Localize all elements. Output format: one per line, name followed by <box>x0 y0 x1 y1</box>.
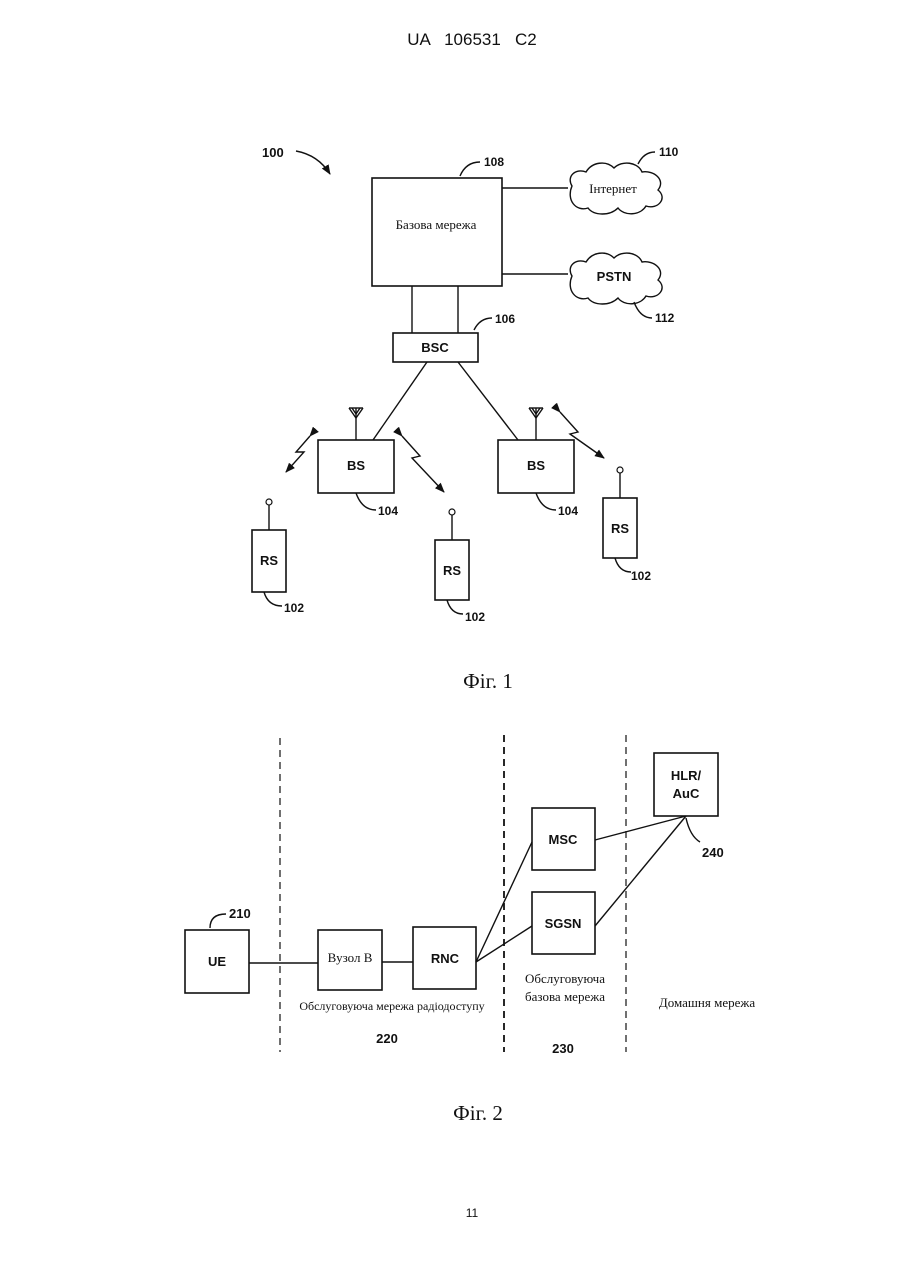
zone-ran-label: Обслуговуюча мережа радіодоступу <box>299 999 484 1013</box>
core-network-box <box>372 178 502 286</box>
ref-110-leader <box>638 152 655 164</box>
remote-station-3-label: RS <box>611 521 629 536</box>
ref-112-leader <box>634 302 652 318</box>
bsc-label: BSC <box>421 340 449 355</box>
ref-104-right-leader <box>536 493 556 510</box>
sgsn-hlr-link <box>595 816 686 926</box>
ref-108-label: 108 <box>484 155 504 169</box>
ref-102-2-leader <box>447 600 463 614</box>
base-station-right-label: BS <box>527 458 545 473</box>
figure-1: 100 Базова мережа 108 Інтернет 110 PSTN … <box>252 145 679 693</box>
ref-100-label: 100 <box>262 145 284 160</box>
ref-108-leader <box>460 162 480 176</box>
ref-102-1-leader <box>264 592 282 606</box>
antenna-tip-icon <box>449 509 455 515</box>
antenna-tip-icon <box>617 467 623 473</box>
ref-102-3-label: 102 <box>631 569 651 583</box>
antenna-icon <box>529 408 543 440</box>
ref-102-3-leader <box>615 558 631 572</box>
bsc-bs-right-link <box>458 362 518 440</box>
ref-104-left-leader <box>356 493 376 510</box>
rnc-label: RNC <box>431 951 460 966</box>
figure-2-caption: Фіг. 2 <box>453 1101 503 1125</box>
remote-station-1-label: RS <box>260 553 278 568</box>
wireless-link-icon <box>286 436 310 472</box>
pstn-label: PSTN <box>597 269 632 284</box>
ref-102-2-label: 102 <box>465 610 485 624</box>
internet-label: Інтернет <box>589 181 637 196</box>
zone-home-label: Домашня мережа <box>659 995 755 1010</box>
antenna-icon <box>349 408 363 440</box>
ref-106-label: 106 <box>495 312 515 326</box>
ref-240-label: 240 <box>702 845 724 860</box>
zone-core-label-line2: базова мережа <box>525 989 605 1004</box>
node-b-label: Вузол B <box>328 950 373 965</box>
zone-core-ref: 230 <box>552 1041 574 1056</box>
ref-102-1-label: 102 <box>284 601 304 615</box>
msc-hlr-link <box>595 816 686 840</box>
sgsn-label: SGSN <box>545 916 582 931</box>
ref-100-arrow <box>296 151 330 174</box>
wireless-link-icon <box>402 436 444 492</box>
ref-240-leader <box>686 818 700 842</box>
hlr-auc-box <box>654 753 718 816</box>
bsc-bs-left-link <box>373 362 427 440</box>
antenna-tip-icon <box>266 499 272 505</box>
ue-label: UE <box>208 954 226 969</box>
base-station-left-label: BS <box>347 458 365 473</box>
ref-112-label: 112 <box>655 311 675 325</box>
hlr-label-line2: AuC <box>673 786 700 801</box>
ref-210-leader <box>210 914 226 928</box>
core-network-label: Базова мережа <box>396 217 477 232</box>
hlr-label-line1: HLR/ <box>671 768 702 783</box>
page-number: 11 <box>466 1206 479 1220</box>
ref-210-label: 210 <box>229 906 251 921</box>
ref-104-right-label: 104 <box>558 504 578 518</box>
figure-2: UE 210 Вузол B RNC MSC SGSN HLR/ AuC 240… <box>185 735 755 1125</box>
zone-ran-ref: 220 <box>376 1031 398 1046</box>
figure-1-caption: Фіг. 1 <box>463 669 513 693</box>
ref-110-label: 110 <box>659 145 679 159</box>
zone-core-label-line1: Обслуговуюча <box>525 971 605 986</box>
msc-label: MSC <box>549 832 579 847</box>
ref-106-leader <box>474 318 492 330</box>
remote-station-2-label: RS <box>443 563 461 578</box>
ref-104-left-label: 104 <box>378 504 398 518</box>
patent-number: UA 106531 C2 <box>407 30 536 49</box>
